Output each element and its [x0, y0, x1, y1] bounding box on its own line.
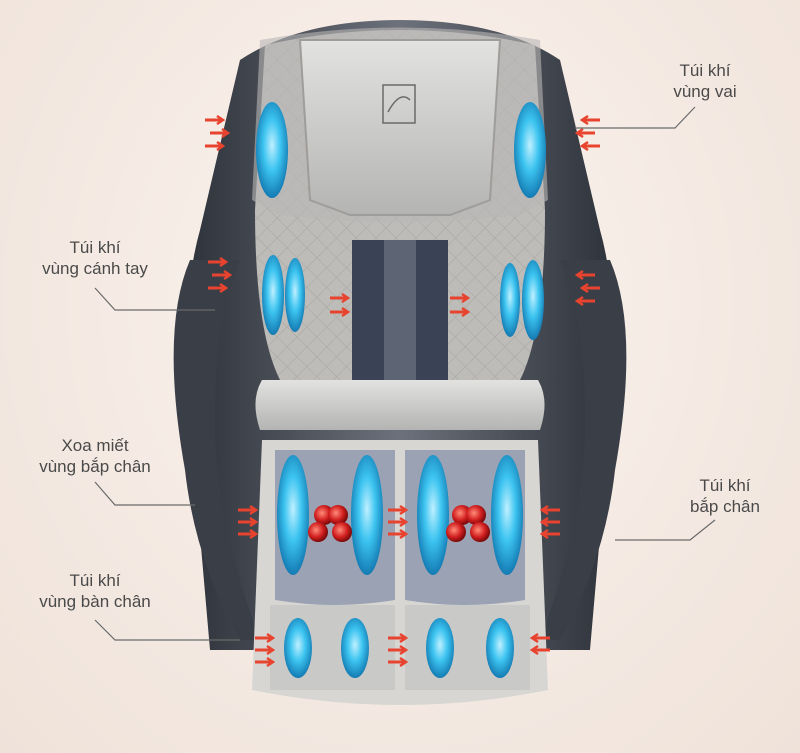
label-calf-massage-line1: Xoa miết [61, 436, 129, 455]
arm-airbag-left-1 [262, 255, 284, 335]
calf-airbag-1 [277, 455, 309, 575]
foot-airbag-3 [426, 618, 454, 678]
label-arm-line1: Túi khí [69, 238, 121, 257]
shoulder-airbag-left [256, 102, 288, 198]
label-shoulder-line2: vùng vai [673, 82, 737, 101]
calf-airbag-2 [351, 455, 383, 575]
calf-airbag-3 [417, 455, 449, 575]
calf-roller-left [308, 505, 352, 542]
label-arm-line2: vùng cánh tay [42, 259, 148, 278]
label-shoulder-airbag: Túi khí vùng vai [650, 60, 760, 102]
foot-airbag-1 [284, 618, 312, 678]
label-foot-line1: Túi khí [69, 571, 121, 590]
seat [255, 380, 545, 430]
label-calf-line2: bắp chân [690, 497, 760, 516]
label-calf-massage-line2: vùng bắp chân [39, 457, 151, 476]
label-calf-massage: Xoa miết vùng bắp chân [20, 435, 170, 477]
foot-airbag-2 [341, 618, 369, 678]
label-shoulder-line1: Túi khí [679, 61, 731, 80]
calf-roller-right [446, 505, 490, 542]
shoulder-airbag-right [514, 102, 546, 198]
foot-airbag-4 [486, 618, 514, 678]
label-calf-line1: Túi khí [699, 476, 751, 495]
label-arm-airbag: Túi khí vùng cánh tay [20, 237, 170, 279]
label-foot-airbag: Túi khí vùng bàn chân [20, 570, 170, 612]
label-calf-airbag: Túi khí bắp chân [660, 475, 790, 517]
calf-airbag-4 [491, 455, 523, 575]
arm-airbag-right-2 [522, 260, 544, 340]
leader-lines [94, 106, 716, 641]
arm-airbag-left-2 [285, 258, 305, 332]
label-foot-line2: vùng bàn chân [39, 592, 151, 611]
arm-airbag-right-1 [500, 263, 520, 337]
headrest [298, 39, 502, 216]
